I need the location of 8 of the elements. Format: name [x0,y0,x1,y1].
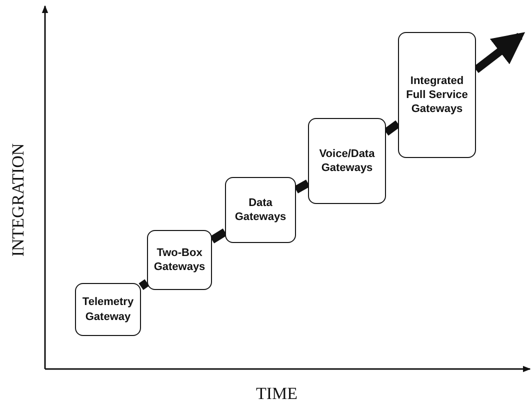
axis-label: TIME [256,384,298,404]
axis-label: INTEGRATION [8,143,29,257]
stage-box: Two-Box Gateways [147,230,212,290]
arrow [474,32,526,73]
stage-box: Data Gateways [225,177,296,243]
stage-box: Voice/Data Gateways [308,118,386,204]
stage-box: Telemetry Gateway [75,283,141,336]
stage-box: Integrated Full Service Gateways [398,32,476,158]
